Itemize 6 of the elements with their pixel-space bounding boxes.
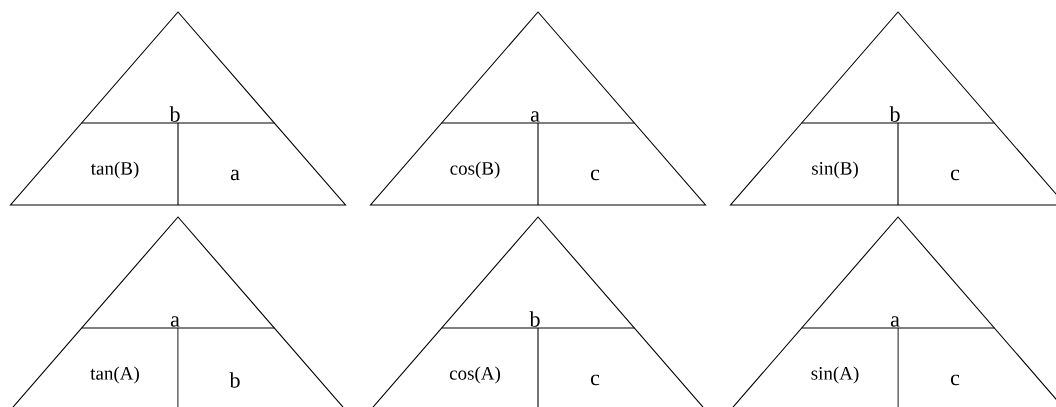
formula-triangle: b sin(B) c [729,11,1056,206]
formula-triangle: b tan(B) a [9,11,347,206]
formula-triangle: b cos(A) c [369,216,707,407]
formula-triangle: a sin(A) c [729,216,1056,407]
formula-triangle: a cos(B) c [369,11,707,206]
formula-triangle: a tan(A) b [9,216,347,407]
